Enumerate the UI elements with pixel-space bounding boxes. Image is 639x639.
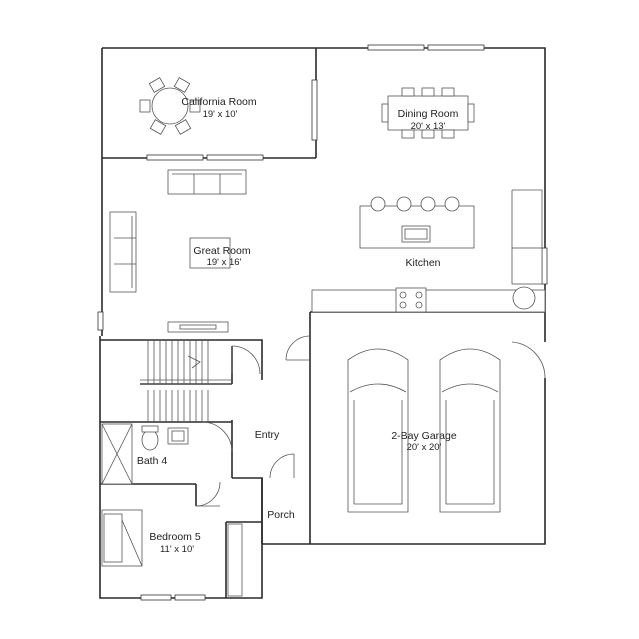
- dining-room-name: Dining Room: [398, 108, 459, 120]
- doors: [195, 335, 546, 507]
- garage-dims: 20' x 20': [407, 442, 442, 453]
- california-room-dims: 19' x 10': [203, 109, 238, 120]
- entry-name: Entry: [255, 429, 280, 441]
- great-room-name: Great Room: [193, 245, 250, 257]
- great-room-furniture: [109, 169, 247, 333]
- california-room-name: California Room: [181, 96, 257, 108]
- garage-name: 2-Bay Garage: [391, 430, 457, 442]
- bath-name: Bath 4: [137, 455, 168, 467]
- walls: [99, 47, 546, 599]
- bedroom-dims: 11' x 10': [160, 544, 194, 555]
- windows: [97, 44, 548, 601]
- dining-room-dims: 20' x 13': [411, 121, 446, 132]
- great-room-dims: 19' x 16': [207, 257, 242, 268]
- garage-cars: [347, 348, 501, 513]
- stairs: [140, 340, 232, 422]
- dining-table: [381, 87, 475, 139]
- room-labels: California Room 19' x 10' Dining Room 20…: [137, 96, 459, 555]
- kitchen-fixtures: [311, 189, 546, 313]
- patio-table: [139, 77, 201, 135]
- kitchen-name: Kitchen: [405, 257, 440, 269]
- bed: [101, 509, 243, 597]
- bedroom-name: Bedroom 5: [149, 531, 201, 543]
- porch-name: Porch: [267, 509, 295, 521]
- bath-fixtures: [101, 423, 189, 485]
